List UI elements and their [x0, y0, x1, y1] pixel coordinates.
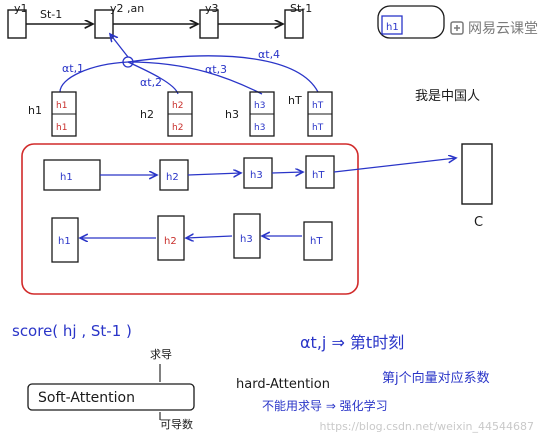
label-st-1b: St-1 — [290, 2, 312, 15]
enc-bwd-label-3: h3 — [240, 234, 253, 245]
soft-attention-label: Soft-Attention — [38, 390, 135, 406]
attention-fan — [59, 34, 319, 95]
label-y3: y3 — [205, 2, 219, 15]
side-note: 我是中国人 — [415, 89, 480, 104]
hidden-label-2: h2 — [140, 108, 154, 121]
weight-line-4 — [127, 55, 319, 93]
weight-label-2: αt,2 — [140, 76, 162, 89]
enc-bwd-label-4: hT — [310, 236, 323, 247]
context-label: C — [474, 215, 483, 230]
weight-line-3 — [127, 61, 263, 95]
score-formula: score( hj , St-1 ) — [12, 322, 132, 340]
concat-cell-2: h2 h2 — [167, 91, 193, 137]
watermark-brand-text: 网易云课堂 — [468, 21, 538, 37]
encoder-forward-row — [43, 156, 456, 191]
sum-to-decoder-arrow — [110, 34, 129, 58]
decoder-cell-4 — [284, 9, 304, 39]
score-note: 求导 — [150, 348, 172, 361]
svg-text:h1: h1 — [56, 123, 67, 133]
alpha-definition: αt,j ⇒ 第t时刻 — [300, 333, 404, 352]
svg-text:hT: hT — [312, 101, 324, 111]
netease-logo-icon — [450, 21, 464, 35]
enc-fwd-label-3: h3 — [250, 170, 263, 181]
weight-label-3: αt,3 — [205, 63, 227, 76]
svg-text:hT: hT — [312, 123, 324, 133]
enc-fwd-label-1: h1 — [60, 172, 73, 183]
enc-bwd-label-1: h1 — [58, 236, 71, 247]
hard-note: 不能用求导 ⇒ 强化学习 — [262, 398, 388, 413]
concat-cell-3: h3 h3 — [249, 91, 275, 137]
alpha-definition-2: 第j个向量对应系数 — [382, 370, 490, 386]
top-decoder-chain — [7, 9, 304, 39]
encoder-red-frame — [21, 143, 359, 295]
soft-note: 可导数 — [160, 418, 193, 431]
svg-text:h3: h3 — [254, 101, 265, 111]
hard-attention-label: hard-Attention — [236, 377, 330, 392]
concat-cell-4: hT hT — [307, 91, 333, 137]
hidden-label-4: hT — [288, 94, 302, 107]
weight-label-1: αt,1 — [62, 62, 84, 75]
hidden-label-1: h1 — [28, 104, 42, 117]
top-right-sample-box: h1 — [377, 5, 445, 39]
label-st-1: St-1 — [40, 8, 62, 21]
label-y1: y1 — [14, 2, 28, 15]
svg-text:h3: h3 — [254, 123, 265, 133]
concat-hidden-row: h1 h1 h2 h2 h3 h3 hT hT — [51, 91, 333, 137]
url-watermark: https://blog.csdn.net/weixin_44544687 — [319, 420, 534, 433]
enc-fwd-label-4: hT — [312, 170, 325, 181]
weight-label-4: αt,4 — [258, 48, 280, 61]
svg-text:h1: h1 — [56, 101, 67, 111]
soft-attention-box — [27, 383, 195, 411]
watermark-brand: 网易云课堂 — [450, 18, 538, 38]
concat-cell-1: h1 h1 — [51, 91, 77, 137]
label-y2: y2 ,an — [110, 2, 144, 15]
hidden-label-3: h3 — [225, 108, 239, 121]
context-vector-box — [461, 143, 493, 205]
enc-bwd-label-2: h2 — [164, 236, 177, 247]
enc-fwd-label-2: h2 — [166, 172, 179, 183]
sample-box-label: h1 — [386, 22, 399, 33]
weight-line-1 — [59, 61, 129, 93]
svg-text:h2: h2 — [172, 123, 183, 133]
svg-text:h2: h2 — [172, 101, 183, 111]
encoder-backward-row — [51, 213, 333, 263]
